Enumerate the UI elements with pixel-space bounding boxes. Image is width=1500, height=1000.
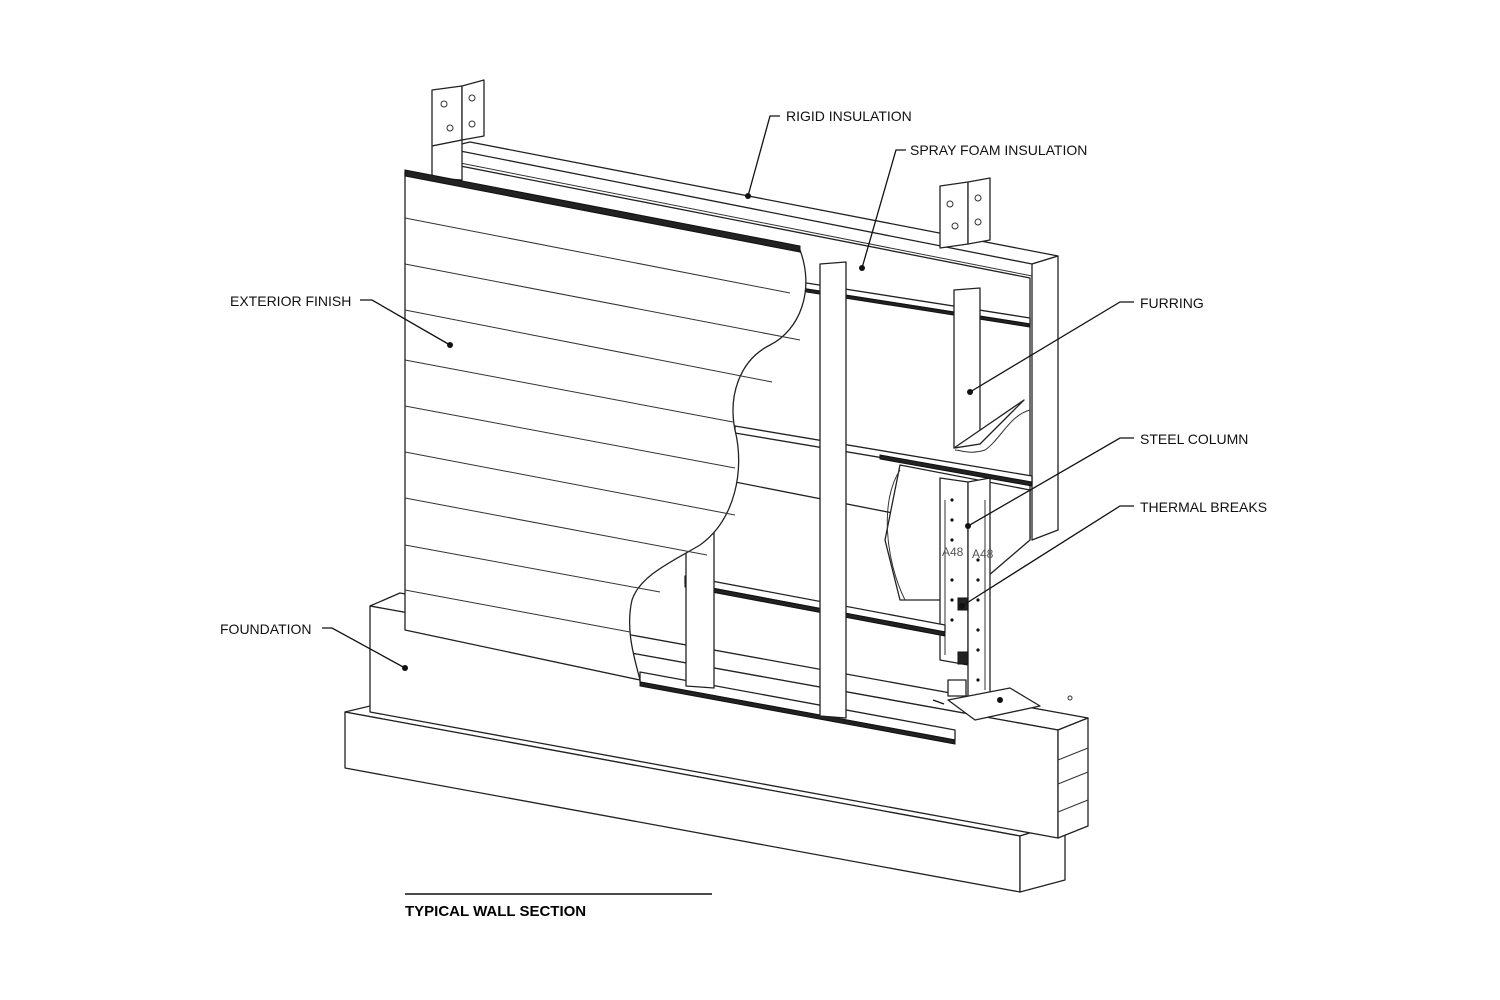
exterior-finish-siding bbox=[404, 169, 807, 681]
column-stamp-left: A48 bbox=[942, 545, 964, 559]
column-top-bracket-right bbox=[939, 177, 991, 249]
foundation-label: FOUNDATION bbox=[220, 621, 312, 637]
rigid-insulation-label: RIGID INSULATION bbox=[786, 108, 912, 124]
thermal-breaks-label: THERMAL BREAKS bbox=[1140, 499, 1267, 515]
steel-column: A48 A48 bbox=[939, 477, 1041, 721]
column-top-bracket-left bbox=[431, 79, 485, 181]
drawing-title: TYPICAL WALL SECTION bbox=[405, 903, 586, 920]
furring-label: FURRING bbox=[1140, 295, 1204, 311]
column-stamp-right: A48 bbox=[972, 547, 994, 561]
exterior-finish-label: EXTERIOR FINISH bbox=[230, 293, 351, 309]
furring-strip-right bbox=[953, 287, 1025, 449]
callout-leaders bbox=[322, 115, 1134, 705]
spray-foam-insulation-label: SPRAY FOAM INSULATION bbox=[910, 142, 1087, 158]
steel-column-label: STEEL COLUMN bbox=[1140, 431, 1248, 447]
rigid-insulation-board bbox=[444, 141, 1059, 541]
foundation-block bbox=[344, 592, 1089, 893]
